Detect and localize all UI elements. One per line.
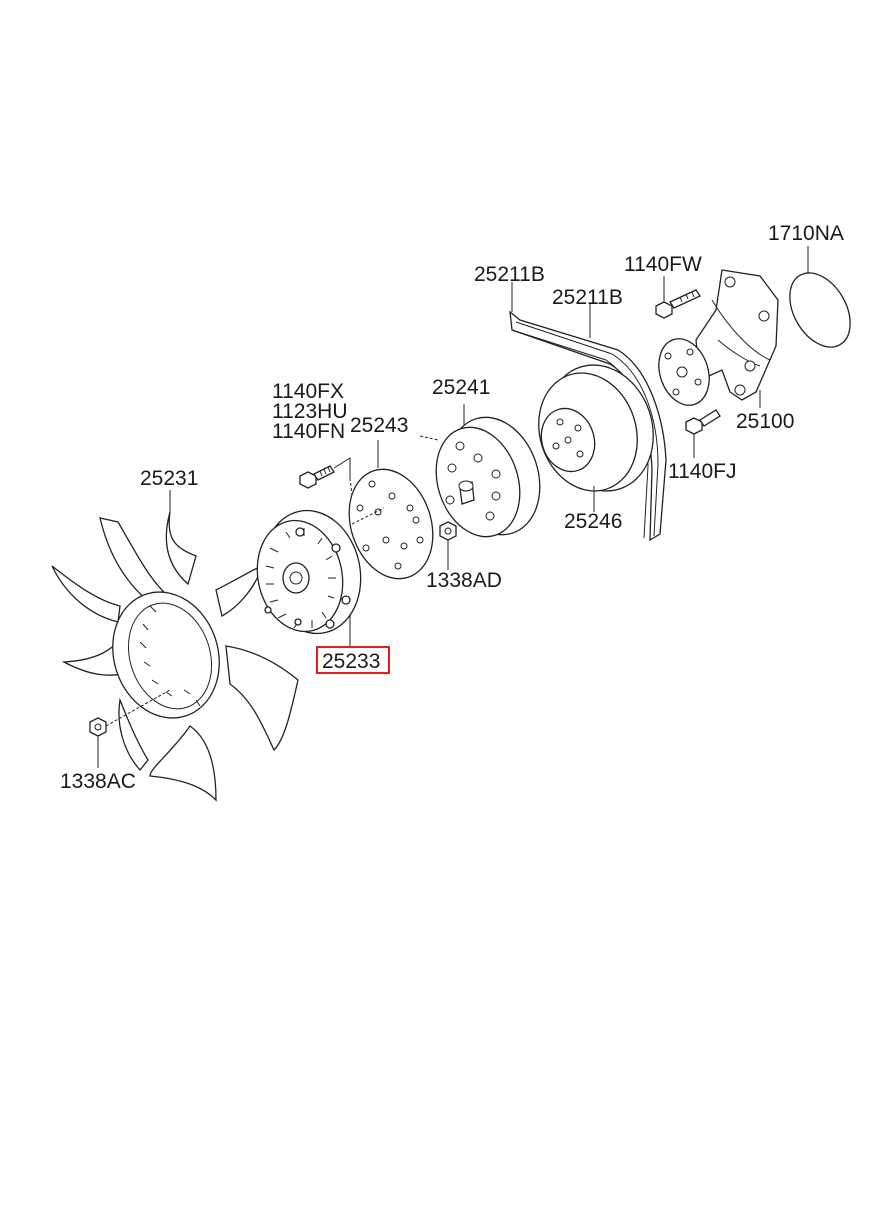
fan-clutch-25233[interactable] xyxy=(247,501,372,642)
pulley-25241[interactable] xyxy=(423,405,555,547)
label-25231[interactable]: 25231 xyxy=(140,467,198,490)
label-25211b-pulley[interactable]: 25211B xyxy=(552,286,623,309)
fan-nut-1338ac[interactable] xyxy=(89,717,107,737)
label-1123hu[interactable]: 1123HU xyxy=(272,400,348,423)
water-pump-25100[interactable] xyxy=(651,269,779,412)
gasket-1710na[interactable] xyxy=(777,262,862,357)
bolt-1140fx[interactable] xyxy=(299,465,335,489)
label-25100[interactable]: 25100 xyxy=(736,410,794,433)
label-1140fj[interactable]: 1140FJ xyxy=(668,460,737,483)
label-25233[interactable]: 25233 xyxy=(322,650,380,673)
label-1338ad[interactable]: 1338AD xyxy=(426,569,502,592)
fan-blade-assembly[interactable] xyxy=(51,511,299,802)
water-pump-pulley-25246[interactable] xyxy=(524,351,669,505)
label-1140fw[interactable]: 1140FW xyxy=(624,253,702,276)
bolt-1140fj[interactable] xyxy=(685,409,721,435)
bolt-1140fw[interactable] xyxy=(655,289,701,319)
label-25211b-belt[interactable]: 25211B xyxy=(474,263,545,286)
label-1710na[interactable]: 1710NA xyxy=(768,222,844,245)
label-1140fn[interactable]: 1140FN xyxy=(272,420,345,443)
spacer-plate-25243[interactable] xyxy=(336,458,447,589)
nut-1338ad[interactable] xyxy=(439,521,457,541)
label-1338ac[interactable]: 1338AC xyxy=(60,770,136,793)
label-25241[interactable]: 25241 xyxy=(432,376,490,399)
highlight-box-25233 xyxy=(316,646,390,674)
label-25243[interactable]: 25243 xyxy=(350,414,408,437)
label-1140fx[interactable]: 1140FX xyxy=(272,380,344,403)
label-25246[interactable]: 25246 xyxy=(564,510,622,533)
